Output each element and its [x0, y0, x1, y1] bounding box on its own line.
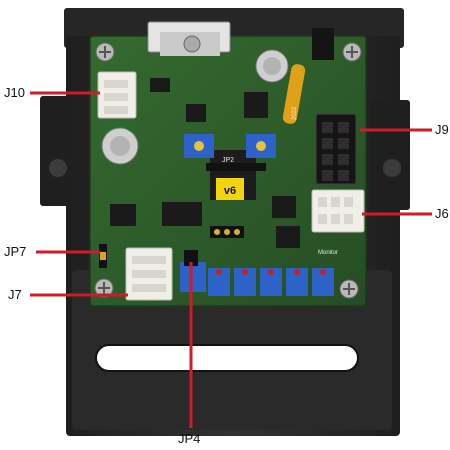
j9-connector — [315, 113, 357, 185]
trim-pot-icon — [184, 134, 276, 158]
j6-connector — [311, 189, 365, 233]
callout-label-j6: J6 — [435, 206, 449, 221]
bracket-slot — [95, 344, 359, 372]
screw-icon — [94, 42, 362, 299]
pcb-board — [89, 21, 367, 307]
callout-label-j9: J9 — [435, 122, 449, 137]
j7-connector — [125, 247, 173, 301]
j10-connector — [97, 71, 137, 119]
callout-label-j10: J10 — [4, 85, 25, 100]
callout-label-jp4: JP4 — [178, 431, 201, 446]
version-badge: v6 — [224, 185, 236, 197]
jp4-jumper — [184, 250, 198, 266]
callout-lines — [30, 91, 432, 428]
trim-pot-icon — [180, 262, 334, 296]
capacitor-icon — [101, 49, 289, 165]
jp2-header — [206, 163, 266, 171]
version-badge-bg — [216, 178, 244, 200]
silkscreen-monitor: Monitor — [318, 250, 338, 256]
callout-label-jp7: JP7 — [4, 244, 27, 259]
silkscreen-jp2: JP2 — [222, 157, 234, 164]
callout-label-j7: J7 — [8, 287, 22, 302]
silkscreen-year: 2022 — [292, 106, 298, 120]
